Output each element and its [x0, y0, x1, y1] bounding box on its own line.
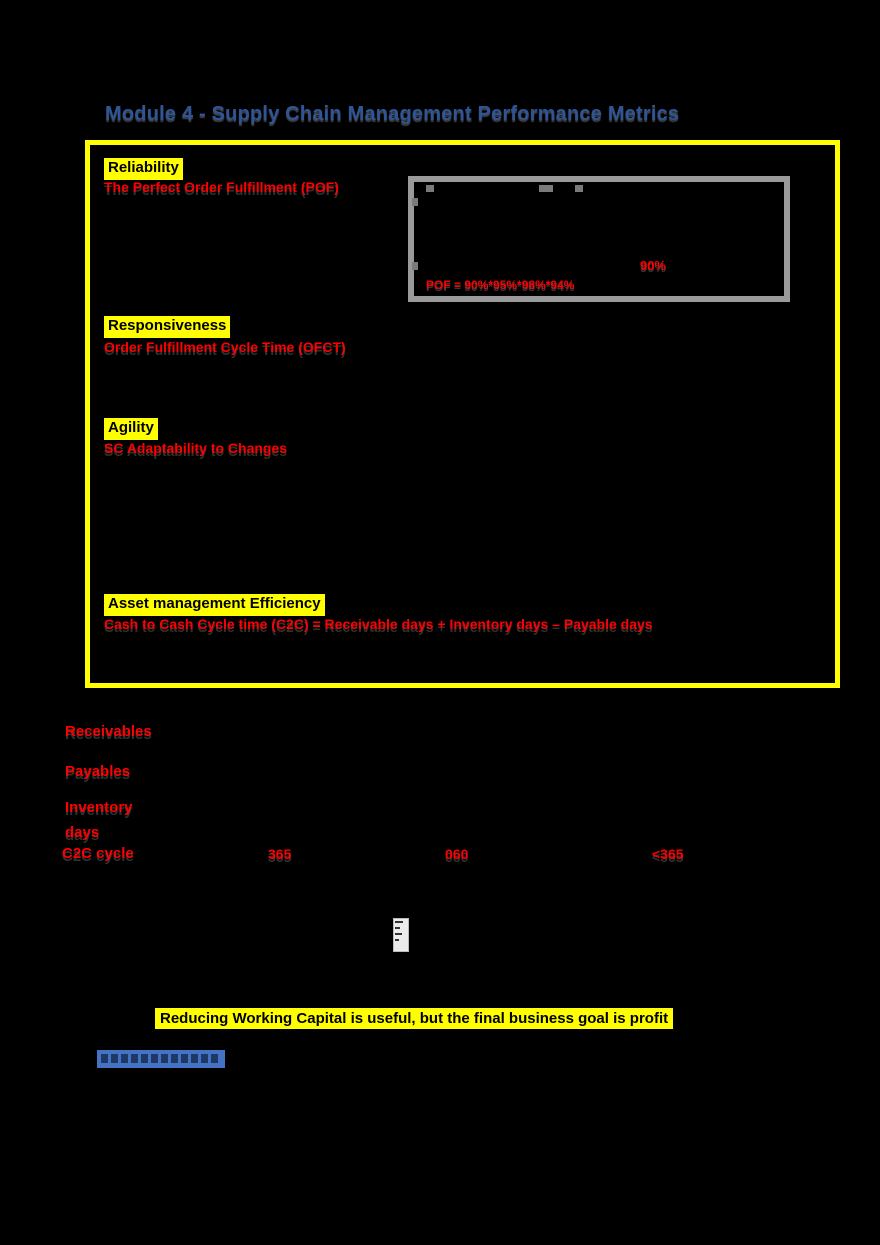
row-label-receivables: Receivables — [65, 723, 152, 740]
chart-tick-mark — [539, 185, 553, 192]
working-capital-note: Reducing Working Capital is useful, but … — [155, 1008, 674, 1029]
pof-chart-image: 90% POF = 90%*95%*98%*94% — [408, 176, 790, 302]
section-heading-agility: Agility — [104, 418, 158, 440]
metric-responsiveness: Order Fulfillment Cycle Time (OFCT) — [104, 339, 346, 355]
chart-axis-mark — [412, 262, 418, 270]
page-title: Module 4 - Supply Chain Management Perfo… — [105, 103, 680, 125]
inline-image-icon — [393, 918, 409, 952]
hyperlink-text-glyphs — [101, 1054, 219, 1063]
metric-reliability: The Perfect Order Fulfillment (POF) — [104, 179, 339, 195]
metric-asset-management: Cash to Cash Cycle time (C2C) = Receivab… — [104, 616, 653, 632]
working-capital-note-wrap: Reducing Working Capital is useful, but … — [155, 1008, 674, 1029]
chart-tick-mark — [426, 185, 434, 192]
section-heading-responsiveness: Responsiveness — [104, 316, 231, 338]
row-label-payables: Payables — [65, 763, 131, 780]
chart-tick-mark — [575, 185, 583, 192]
row-label-c2c-cycle: C2C cycle — [62, 845, 134, 862]
section-heading-asset-management: Asset management Efficiency — [104, 594, 325, 616]
chart-axis-mark — [412, 198, 418, 206]
c2c-value-1: 365 — [268, 846, 292, 862]
highlighted-hyperlink[interactable] — [97, 1050, 225, 1068]
row-label-inventory-days: Inventory days — [65, 799, 133, 841]
c2c-value-3: <365 — [652, 846, 684, 862]
metric-agility: SC Adaptability to Changes — [104, 440, 288, 456]
c2c-value-2: 060 — [445, 846, 469, 862]
pof-formula: POF = 90%*95%*98%*94% — [426, 278, 575, 292]
chart-callout-value: 90% — [640, 258, 667, 273]
metrics-box: Reliability The Perfect Order Fulfillmen… — [85, 140, 840, 688]
section-heading-reliability: Reliability — [104, 158, 183, 180]
